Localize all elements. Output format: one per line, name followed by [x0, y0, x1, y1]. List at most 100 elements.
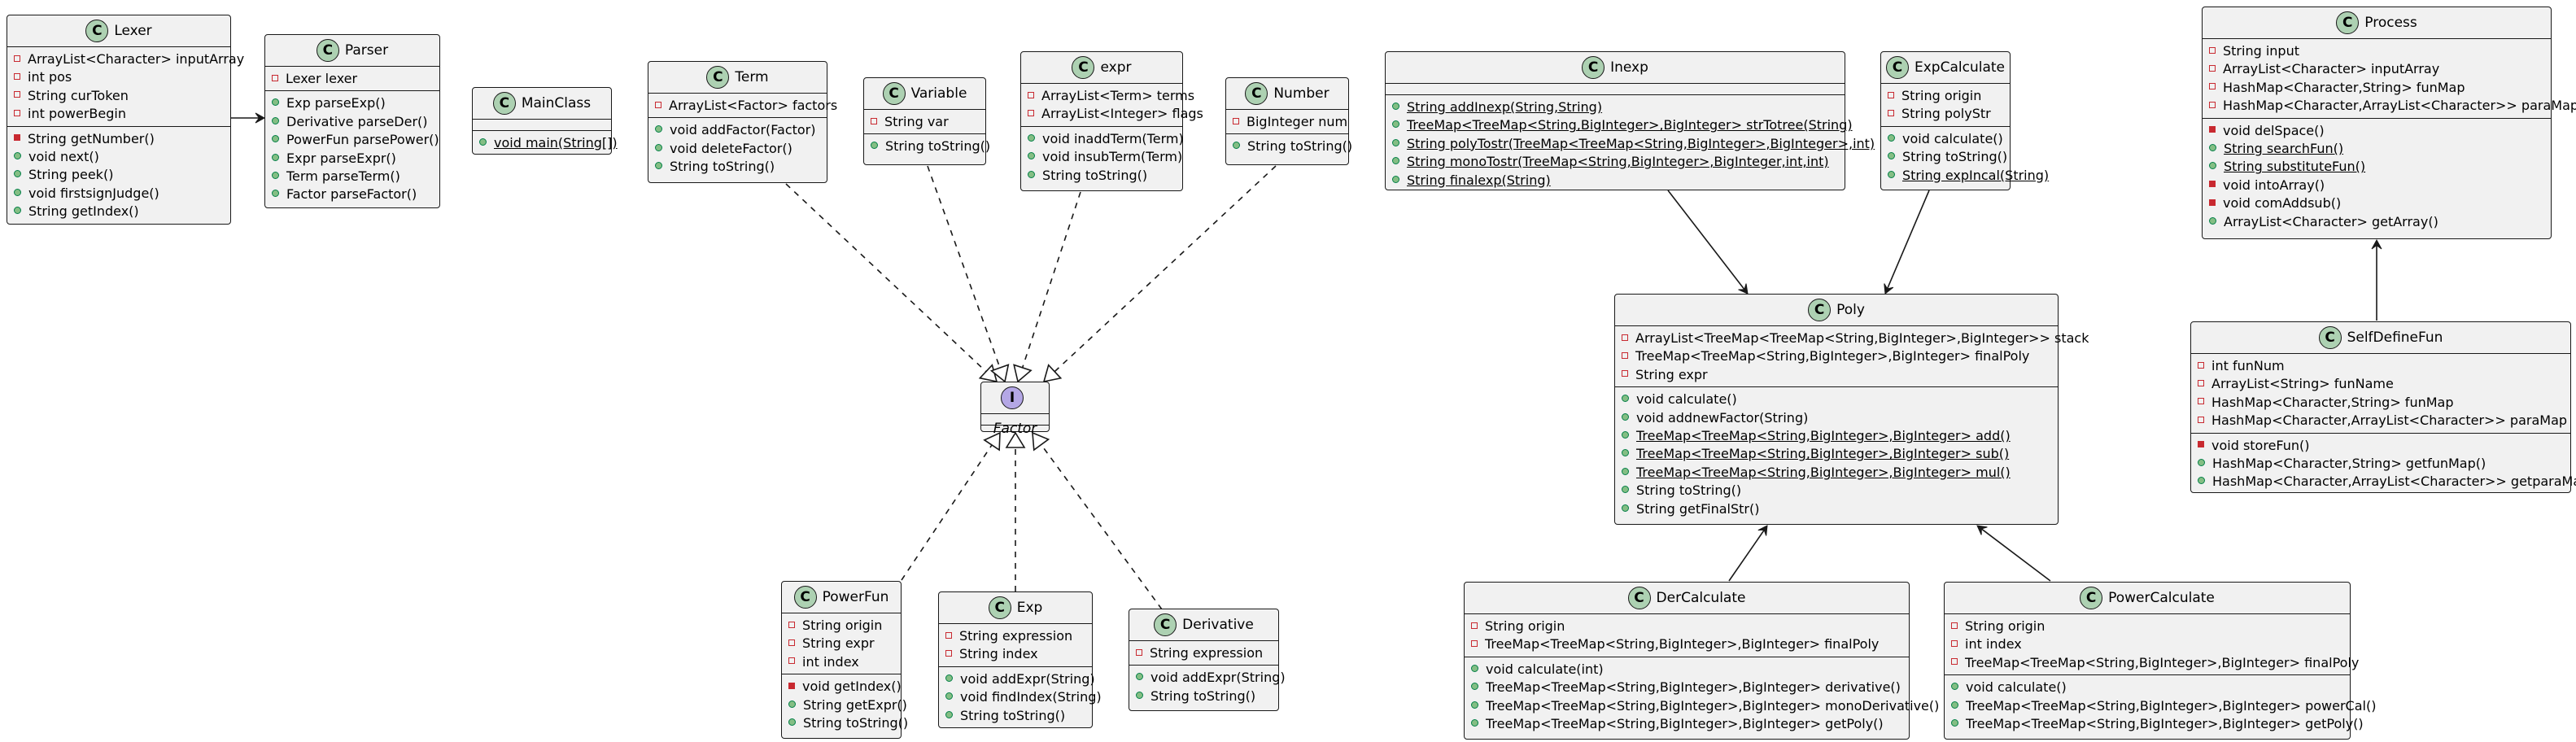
hollow-triangle-arrowhead-icon — [989, 364, 1010, 383]
method-text: Expr parseExpr() — [286, 150, 396, 166]
method-row: String toString() — [1615, 482, 2058, 500]
class-name: MainClass — [521, 95, 592, 111]
public-method-icon — [1622, 467, 1629, 475]
class-badge-icon: C — [793, 586, 817, 609]
field-text: HashMap<Character,String> funMap — [2211, 394, 2454, 410]
method-text: String toString() — [960, 707, 1066, 723]
public-method-icon — [1622, 449, 1629, 457]
method-row: String monoTostr(TreeMap<String,BigInteg… — [1386, 153, 1845, 171]
public-method-icon — [655, 162, 662, 170]
method-row: void calculate() — [1881, 130, 2010, 148]
method-text: void deleteFactor() — [670, 140, 792, 156]
field-row: String input — [2203, 42, 2551, 60]
field-row: HashMap<Character,ArrayList<Character>> … — [2203, 97, 2576, 115]
arrowhead-icon — [255, 112, 266, 124]
public-method-icon — [2209, 216, 2216, 225]
method-text: String getExpr() — [803, 696, 907, 713]
method-row: String toString() — [939, 707, 1092, 725]
class-badge-icon: C — [1245, 82, 1268, 105]
field-text: int funNum — [2211, 358, 2285, 373]
method-row: TreeMap<TreeMap<String,BigInteger>,BigIn… — [1615, 427, 2058, 445]
method-text: String toString() — [1902, 149, 2008, 165]
method-text: TreeMap<TreeMap<String,BigInteger>,BigIn… — [1407, 117, 1853, 133]
public-method-icon — [1951, 719, 1958, 727]
methods-section: void addFactor(Factor)void deleteFactor(… — [648, 117, 827, 179]
public-method-icon — [655, 143, 662, 151]
fields-section: BigInteger num — [1226, 109, 1348, 133]
field-row: String curToken — [7, 87, 230, 105]
private-field-icon — [14, 72, 20, 80]
method-row: PowerFun parsePower() — [265, 131, 439, 149]
field-row: TreeMap<TreeMap<String,BigInteger>,BigIn… — [1465, 635, 1909, 653]
field-text: HashMap<Character,String> funMap — [2223, 79, 2465, 95]
field-row: ArrayList<Character> inputArray — [2203, 60, 2551, 78]
interface-factor: IFactor — [980, 382, 1050, 437]
field-text: ArrayList<Term> terms — [1041, 88, 1195, 103]
field-text: String index — [959, 646, 1038, 662]
hollow-triangle-arrowhead-icon — [1005, 431, 1026, 448]
public-method-icon — [1392, 120, 1399, 129]
method-text: void firstsignJudge() — [28, 185, 159, 201]
field-row: String origin — [1465, 618, 1909, 635]
field-row: ArrayList<Integer> flags — [1021, 105, 1203, 123]
method-text: HashMap<Character,ArrayList<Character>> … — [2212, 474, 2576, 490]
public-method-icon — [1233, 142, 1240, 150]
public-method-icon — [1392, 157, 1399, 165]
class-name: Derivative — [1182, 617, 1254, 633]
hollow-triangle-arrowhead-icon — [1042, 364, 1063, 383]
field-row: int index — [782, 653, 901, 671]
private-method-icon — [14, 134, 20, 142]
private-field-icon — [945, 649, 952, 657]
method-row: TreeMap<TreeMap<String,BigInteger>,BigIn… — [1945, 715, 2364, 733]
field-row: String expression — [939, 627, 1092, 645]
method-row: String polyTostr(TreeMap<TreeMap<String,… — [1386, 135, 1875, 153]
method-text: void addExpr(String) — [960, 670, 1095, 687]
public-method-icon — [1888, 133, 1895, 142]
method-row: void main(String[]) — [473, 134, 618, 152]
field-row: HashMap<Character,String> funMap — [2191, 394, 2570, 412]
fields-section: String expression — [1129, 640, 1278, 665]
method-text: String polyTostr(TreeMap<TreeMap<String,… — [1407, 135, 1875, 151]
method-text: void comAddsub() — [2223, 195, 2342, 212]
relation-expr-to-factor — [1013, 191, 1081, 383]
method-text: Derivative parseDer() — [286, 113, 428, 129]
methods-section — [981, 425, 1049, 432]
field-row: ArrayList<TreeMap<TreeMap<String,BigInte… — [1615, 330, 2089, 347]
private-field-icon — [2209, 101, 2216, 108]
method-row: String searchFun() — [2203, 140, 2551, 158]
class-name: expr — [1100, 59, 1132, 76]
private-field-icon — [272, 74, 278, 81]
fields-section: Lexer lexer — [265, 66, 439, 90]
method-text: String toString() — [885, 138, 991, 155]
class-badge-icon: C — [1808, 299, 1832, 321]
public-method-icon — [272, 190, 279, 198]
method-text: PowerFun parsePower() — [286, 132, 439, 148]
private-field-icon — [1028, 91, 1034, 98]
field-text: TreeMap<TreeMap<String,BigInteger>,BigIn… — [1635, 348, 2030, 364]
class-badge-icon: C — [988, 596, 1011, 619]
field-text: HashMap<Character,ArrayList<Character>> … — [2211, 412, 2568, 429]
private-field-icon — [871, 117, 877, 124]
private-field-icon — [1622, 334, 1628, 341]
class-name: ExpCalculate — [1915, 59, 2005, 76]
class-badge-icon: C — [2336, 11, 2360, 34]
hollow-triangle-arrowhead-icon — [1013, 364, 1033, 383]
method-text: String toString() — [1150, 687, 1256, 704]
public-method-icon — [655, 125, 662, 133]
field-text: int pos — [28, 69, 72, 85]
public-method-icon — [479, 138, 487, 146]
method-row: Derivative parseDer() — [265, 113, 439, 131]
method-row: Factor parseFactor() — [265, 186, 439, 203]
private-field-icon — [945, 631, 952, 639]
methods-section: String toString() — [1226, 133, 1352, 159]
method-row: String getExpr() — [782, 696, 907, 714]
method-text: void intoArray() — [2223, 177, 2325, 193]
field-text: ArrayList<Character> inputArray — [28, 51, 245, 67]
public-method-icon — [1622, 412, 1629, 421]
method-text: void main(String[]) — [494, 135, 618, 151]
